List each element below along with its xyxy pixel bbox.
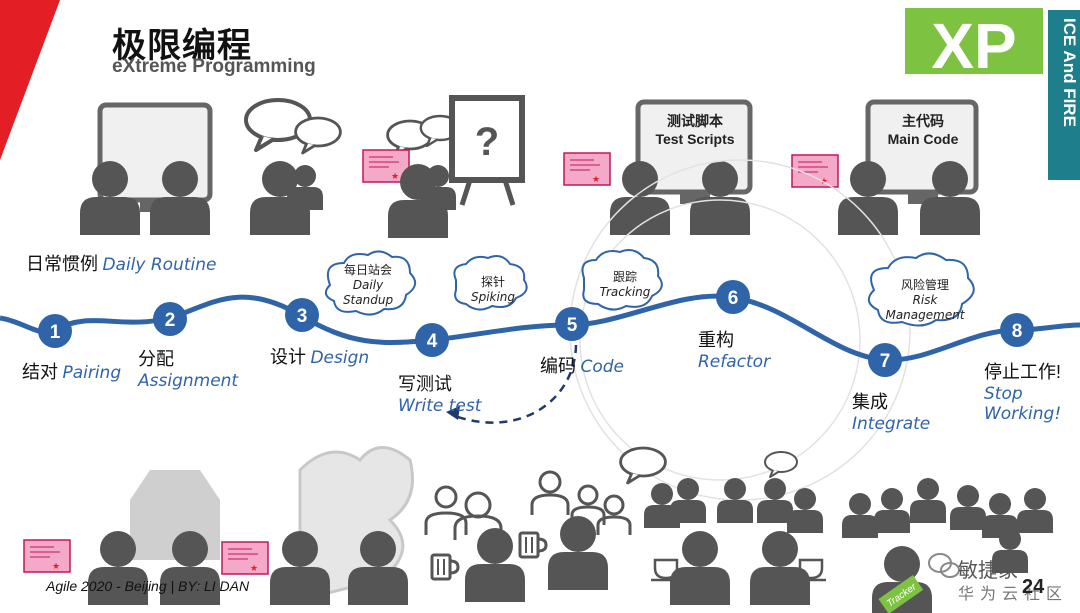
step-1-label: 结对 Pairing [22,358,121,384]
cloud-tracking: 跟踪 Tracking [590,270,660,300]
whiteboard-illustration: ? [362,95,525,238]
cloud-spiking-en: Spiking [470,290,516,304]
step-7-label: 集成 Integrate [852,388,930,434]
step-4-en: Write test [398,396,482,416]
step-marker-1 [38,314,72,348]
step-marker-8 [1000,313,1034,347]
step-1-en: Pairing [62,363,122,383]
footer-credit: Agile 2020 - Beijing | BY: LI DAN [46,578,250,594]
main-code-illustration [791,99,980,235]
pair-monitor-illustration [80,102,213,235]
cloud-standup: 每日站会 Daily Standup [330,263,406,308]
cloud-standup-cn: 每日站会 [343,263,392,277]
step-marker-5 [555,307,589,341]
dashed-return-arrow [451,344,578,424]
cloud-risk-cn: 风险管理 [900,278,949,292]
step-8-en1: Stop [984,384,1023,404]
cloud-spiking: 探针 Spiking [460,275,526,305]
step-marker-4 [415,323,449,357]
step-8-cn: 停止工作! [984,362,1062,382]
test-scripts-cn: 测试脚本 [667,113,723,129]
step-5-label: 编码 Code [540,352,624,378]
cloud-risk-en1: Risk [912,293,938,307]
step-marker-7 [868,343,902,377]
main-code-cn: 主代码 [902,113,944,129]
cloud-risk: 风险管理 Risk Management [882,278,968,323]
daily-routine-en: Daily Routine [102,255,217,275]
step-number-8: 8 [1012,321,1023,342]
watermark-line2: 华为云社区 [958,586,1069,603]
test-scripts-screen: 测试脚本 Test Scripts [642,112,748,148]
step-1-cn: 结对 [22,362,58,382]
daily-routine-label: 日常惯例 Daily Routine [26,250,216,276]
cloud-standup-en2: Standup [342,293,394,307]
step-4-label: 写测试 Write test [398,370,481,416]
step-5-en: Code [580,357,624,377]
discussion-illustration [244,98,342,235]
cloud-tracking-cn: 跟踪 [612,270,637,284]
step-6-en: Refactor [698,352,771,372]
page-title: 极限编程 [112,27,252,65]
test-scripts-illustration [563,99,753,235]
step-3-label: 设计 Design [270,343,369,369]
step-markers: 1 2 3 4 5 6 7 8 [38,280,1034,377]
watermark-line1: 敏捷家 [958,560,1018,582]
question-mark-icon: ? [475,120,499,164]
daily-routine-cn: 日常惯例 [26,254,98,274]
step-5-cn: 编码 [540,356,576,376]
step-number-1: 1 [50,322,61,343]
step-2-cn: 分配 [138,349,174,369]
step-2-label: 分配 Assignment [138,345,238,391]
step-2-en: Assignment [138,371,239,391]
xp-logo-text: XP [931,10,1016,82]
step-8-label: 停止工作! Stop Working! [984,358,1061,424]
ice-and-fire-banner [1048,10,1080,180]
cloud-standup-en1: Daily [352,278,384,292]
step-marker-6 [716,280,750,314]
cloud-risk-en2: Management [885,308,965,322]
test-scripts-en: Test Scripts [655,131,735,147]
ice-and-fire-text: ICE And FIRE [1060,18,1079,127]
cloud-tracking-en: Tracking [599,285,651,299]
step-7-cn: 集成 [852,392,888,412]
step-3-en: Design [310,348,370,368]
step-7-en: Integrate [852,414,931,434]
step-6-label: 重构 Refactor [698,326,770,372]
step-number-3: 3 [297,306,308,327]
step-number-7: 7 [880,351,891,372]
red-corner-shape [0,0,60,160]
workflow-wave-line [0,293,1080,363]
page-subtitle: eXtreme Programming [112,56,316,77]
step-4-cn: 写测试 [398,374,452,394]
step-number-6: 6 [728,288,739,309]
xp-logo: XP [905,8,1043,82]
step-marker-2 [153,302,187,336]
page-number: 24 [1022,576,1045,598]
step-number-4: 4 [427,331,438,352]
step-marker-3 [285,298,319,332]
main-code-en: Main Code [887,131,959,147]
step-3-cn: 设计 [270,347,306,367]
coffee-cup-icon [651,558,826,582]
step-number-2: 2 [165,310,176,331]
bottom-crowd-illustration: Tracker [23,446,1053,613]
cloud-shapes [324,249,975,327]
arrowhead-icon [446,406,460,420]
main-code-screen: 主代码 Main Code [870,112,976,148]
step-number-5: 5 [567,315,578,336]
step-8-en2: Working! [984,404,1062,424]
step-6-cn: 重构 [698,330,734,350]
cloud-spiking-cn: 探针 [480,275,505,289]
wechat-icon [928,553,960,578]
